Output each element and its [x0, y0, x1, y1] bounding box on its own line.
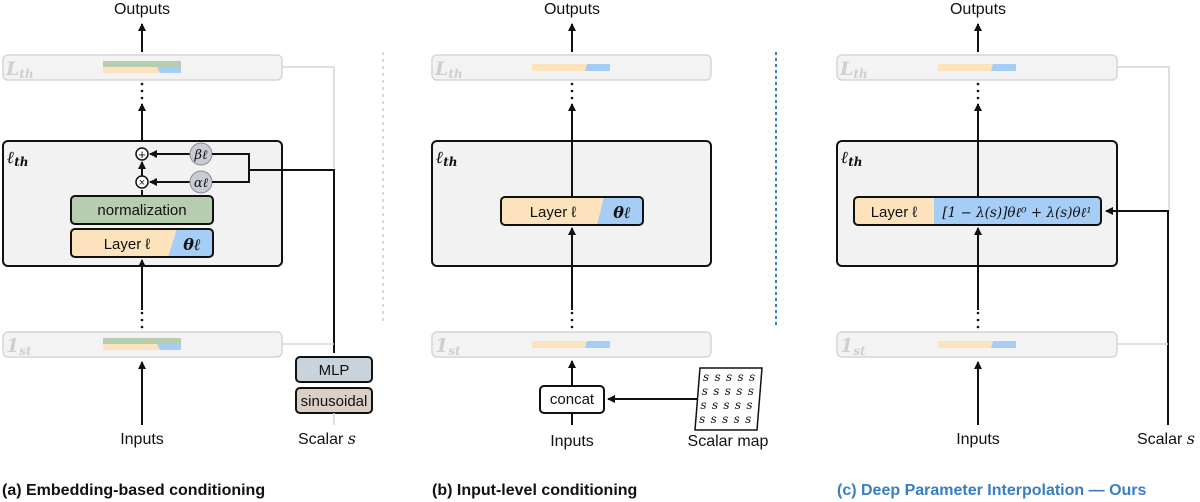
- outputs-label: Outputs: [544, 1, 600, 18]
- scalar-map-cell: s: [722, 412, 728, 426]
- layer-label: Layer ℓ: [104, 236, 151, 253]
- theta-strip: [585, 341, 610, 348]
- layer-block: [70, 228, 214, 258]
- layer-strip: [532, 64, 587, 71]
- scalar-map-cell: s: [749, 370, 755, 384]
- caption-a: (a) Embedding-based conditioning: [2, 482, 265, 499]
- caption-c: (c) Deep Parameter Interpolation — Ours: [837, 482, 1147, 499]
- ellipsis-dots: [140, 82, 144, 100]
- ellipsis-dots: [976, 82, 980, 100]
- scalar-map-cell: s: [735, 398, 741, 412]
- scalar-map-cell: s: [746, 398, 752, 412]
- layer-block: [853, 196, 1102, 226]
- caption-b: (b) Input-level conditioning: [432, 482, 637, 499]
- alpha-label: αℓ: [194, 176, 209, 191]
- layer-strip: [103, 67, 160, 73]
- scalar-map-cell: s: [725, 384, 731, 398]
- scalar-map-cell: s: [748, 384, 754, 398]
- theta-strip: [585, 64, 610, 71]
- scalar-map-label: Scalar map: [688, 433, 769, 450]
- scalar-map-cell: s: [723, 398, 729, 412]
- ellipsis-dots: [570, 311, 574, 329]
- scalar-label: Scalar s: [298, 429, 356, 448]
- inputs-label: Inputs: [956, 431, 1000, 448]
- scalar-label: Scalar s: [1137, 429, 1195, 448]
- ellipsis-dots: [140, 311, 144, 329]
- theta-strip: [157, 67, 181, 73]
- layer-label: Layer ℓ: [530, 204, 577, 221]
- scalar-map-cell: s: [736, 384, 742, 398]
- sinusoidal-label: sinusoidal: [301, 393, 368, 410]
- scalar-path: [249, 169, 335, 353]
- norm-strip: [103, 338, 181, 344]
- mlp-block: [295, 356, 373, 383]
- inputs-label: Inputs: [120, 431, 164, 448]
- scalar-map-cell: s: [745, 412, 751, 426]
- layer-strip: [103, 344, 160, 350]
- mlp-label: MLP: [319, 362, 350, 379]
- beta-label: βℓ: [194, 148, 209, 163]
- scalar-map-cell: s: [726, 370, 732, 384]
- scalar-map-cell: s: [734, 412, 740, 426]
- times-sign: ×: [139, 177, 145, 189]
- scalar-map-cell: s: [702, 384, 708, 398]
- layer-strip: [938, 341, 993, 348]
- theta-strip: [991, 341, 1016, 348]
- scalar-map-cell: s: [703, 370, 709, 384]
- outputs-label: Outputs: [950, 1, 1006, 18]
- norm-strip: [103, 61, 181, 67]
- concat-label: concat: [550, 391, 595, 408]
- outputs-label: Outputs: [114, 1, 170, 18]
- add-op-icon: [135, 147, 149, 161]
- theta-label: θℓ: [613, 203, 631, 222]
- panel-c: Outputs Lth ℓth Layer ℓ [1 − λ(s)]θℓ⁰ + …: [836, 1, 1195, 499]
- layer-strip: [532, 341, 587, 348]
- modulation-bracket: [212, 153, 250, 183]
- scalar-map: [694, 367, 763, 431]
- ellipsis-dots: [976, 311, 980, 329]
- ellipsis-dots: [570, 82, 574, 100]
- layer-strip: [938, 64, 993, 71]
- layer-block: [500, 196, 644, 226]
- scalar-map-cell: s: [715, 370, 721, 384]
- theta-strip: [991, 64, 1016, 71]
- interp-formula: [1 − λ(s)]θℓ⁰ + λ(s)θℓ¹: [942, 205, 1091, 221]
- scalar-map-cell: s: [712, 398, 718, 412]
- inputs-label: Inputs: [550, 433, 594, 450]
- scalar-map-cell: s: [711, 412, 717, 426]
- normalization-block: [70, 195, 214, 225]
- panel-b: Outputs Lth ℓth Layer ℓ θℓ 1st: [431, 1, 769, 499]
- scalar-map-cell: s: [699, 412, 705, 426]
- scalar-map-cell: s: [700, 398, 706, 412]
- plus-sign: +: [138, 147, 146, 162]
- normalization-label: normalization: [97, 202, 186, 219]
- scalar-path: [1105, 207, 1169, 425]
- ghost-connector: [1117, 66, 1170, 211]
- theta-label: θℓ: [183, 235, 201, 254]
- theta-strip: [157, 344, 181, 350]
- scalar-map-cell: s: [713, 384, 719, 398]
- layer-label: Layer ℓ: [871, 204, 918, 221]
- panel-a: Outputs Lth ℓth + × βℓ αℓ: [2, 1, 373, 499]
- scalar-map-cell: s: [738, 370, 744, 384]
